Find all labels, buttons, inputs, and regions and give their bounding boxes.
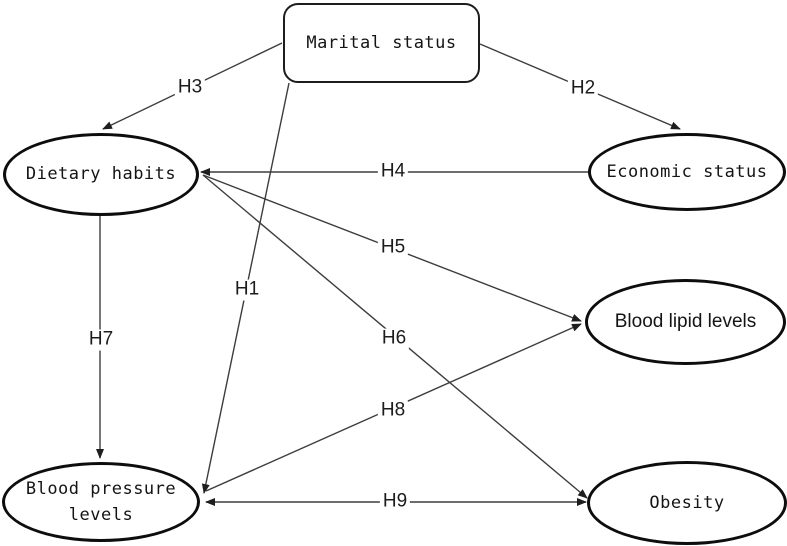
edge-label-h1: H1 — [231, 279, 263, 301]
node-blood-lipid-levels-label: Blood lipid levels — [614, 311, 757, 333]
node-dietary-habits-label: Dietary habits — [25, 164, 177, 185]
edge-label-h2: H2 — [567, 78, 599, 100]
node-economic-status-label: Economic status — [606, 161, 768, 182]
node-blood-pressure-levels-label: Blood pressure levels — [25, 478, 177, 525]
node-obesity-label: Obesity — [649, 492, 725, 513]
edge-label-h9: H9 — [379, 491, 411, 513]
edge-label-h5: H5 — [377, 237, 409, 259]
node-marital-status-label: Marital status — [306, 32, 457, 53]
edge-label-h7: H7 — [85, 329, 117, 351]
edge-label-h3: H3 — [174, 77, 206, 99]
node-economic-status: Economic status — [588, 133, 786, 211]
edge-label-h8: H8 — [377, 400, 409, 422]
edge-label-h6: H6 — [378, 328, 410, 350]
node-dietary-habits: Dietary habits — [3, 133, 199, 216]
node-marital-status: Marital status — [283, 3, 480, 83]
node-blood-lipid-levels: Blood lipid levels — [585, 279, 786, 365]
node-obesity: Obesity — [587, 461, 787, 545]
edge-label-h4: H4 — [377, 161, 409, 183]
node-blood-pressure-levels: Blood pressure levels — [2, 462, 200, 542]
